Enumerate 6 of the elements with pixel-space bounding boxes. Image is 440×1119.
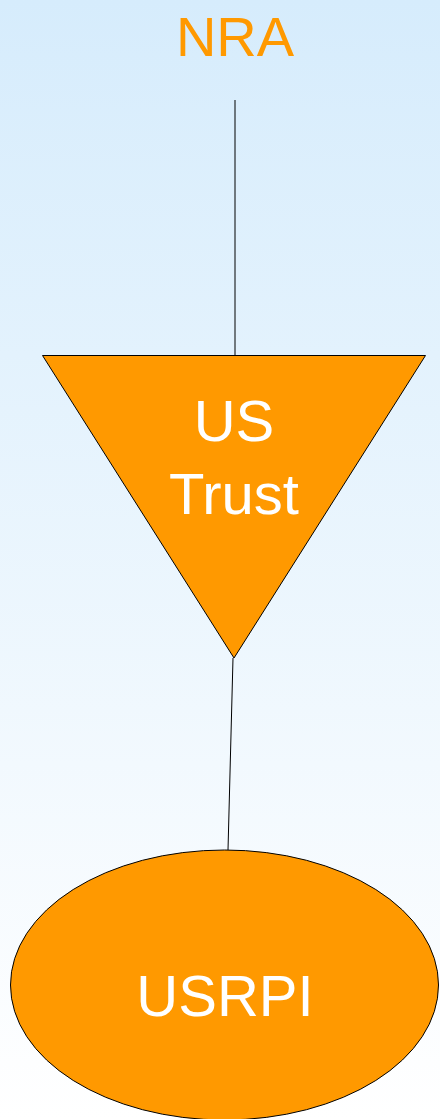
connector-line <box>234 99 236 356</box>
node-label: US Trust <box>168 387 300 528</box>
triangle-shape <box>42 355 426 658</box>
node-label: NRA <box>174 4 296 70</box>
connector-line <box>227 657 234 851</box>
node-label: USRPI <box>135 962 315 1030</box>
